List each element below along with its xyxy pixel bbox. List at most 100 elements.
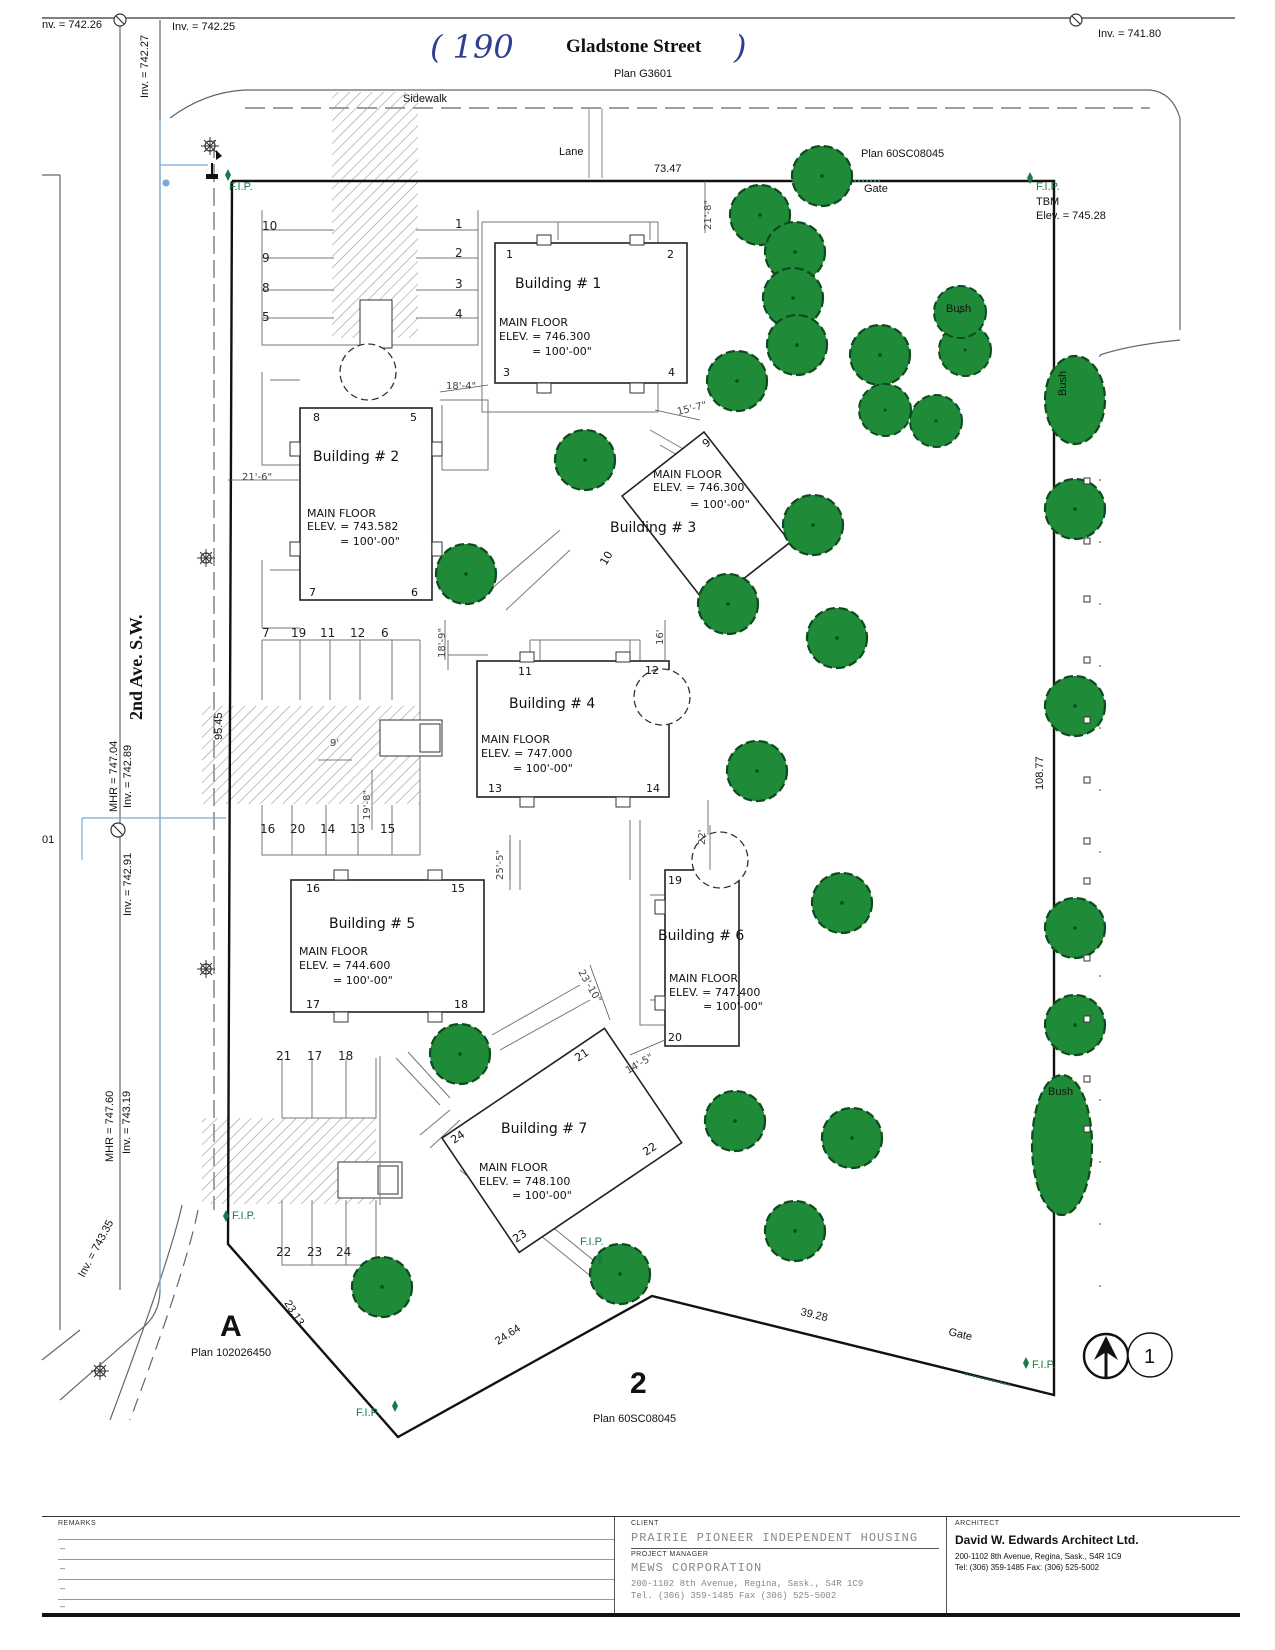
stall-20: 20 (290, 822, 305, 836)
fire-hydrant-icon (206, 150, 222, 179)
stall-4: 4 (455, 307, 463, 321)
dim-9: 9' (330, 738, 339, 749)
invert-top-left-2: Inv. = 742.25 (172, 21, 235, 33)
tbm-label: TBM (1036, 196, 1059, 208)
bush-2: Bush (1057, 371, 1069, 396)
building-1-footprint (494, 242, 688, 384)
north-arrow-icon (1082, 1332, 1173, 1380)
fip-se: F.I.P. (1032, 1359, 1056, 1371)
building-2-unit-7: 7 (309, 586, 316, 599)
building-3-unit-10: 10 (597, 549, 615, 568)
street-plan: Plan G3601 (614, 68, 672, 80)
dim-sw: 23.13 (281, 1298, 306, 1328)
utility-lines (81, 120, 226, 1290)
project-manager-name: MEWS CORPORATION (631, 1561, 763, 1575)
parking-mid (261, 429, 721, 856)
architect-label: ARCHITECT (955, 1520, 1000, 1527)
building-2-footprint (299, 407, 433, 601)
building-4-footprint (476, 660, 670, 798)
fip-sw: F.I.P. (232, 1210, 256, 1222)
property-line (226, 179, 1056, 1439)
parking-south (281, 800, 709, 1301)
building-7[interactable]: Building # 7 MAIN FLOOR ELEV. = 748.100 … (448, 1046, 659, 1246)
mhr-1: MHR = 747.04 (108, 741, 120, 812)
trees (350, 144, 1107, 1319)
sidewalk-label: Sidewalk (403, 93, 448, 105)
building-5-elev: ELEV. = 744.600 (299, 959, 390, 972)
building-6-datum: = 100'-00" (703, 1000, 763, 1013)
architect-phone: Tel: (306) 359-1485 Fax: (306) 525-5002 (955, 1563, 1100, 1572)
building-5-floor: MAIN FLOOR (299, 945, 368, 958)
stall-21: 21 (276, 1049, 291, 1063)
fip-south-corner: F.I.P. (356, 1407, 380, 1419)
building-2-floor: MAIN FLOOR (307, 507, 376, 520)
edge-fragment: 01 (42, 834, 54, 846)
lot-2: 2 (630, 1367, 647, 1400)
bush-1: Bush (946, 303, 971, 315)
stall-15: 15 (380, 822, 395, 836)
building-1-unit-1: 1 (506, 248, 513, 261)
stall-13: 13 (350, 822, 365, 836)
building-7-footprint (440, 1027, 683, 1254)
client-name: PRAIRIE PIONEER INDEPENDENT HOUSING (631, 1531, 919, 1545)
invert-top-right: Inv. = 741.80 (1098, 28, 1161, 40)
client-label: CLIENT (631, 1520, 659, 1527)
remarks-row-4: – (60, 1601, 66, 1611)
building-5-unit-17: 17 (306, 998, 320, 1011)
street-name: Gladstone Street (566, 36, 702, 57)
building-4-unit-13: 13 (488, 782, 502, 795)
building-1-elev: ELEV. = 746.300 (499, 330, 590, 343)
building-1[interactable]: Building # 1 MAIN FLOOR ELEV. = 746.300 … (499, 248, 675, 379)
stall-5: 5 (262, 310, 270, 324)
plan-north-east: Plan 60SC08045 (861, 148, 944, 160)
building-1-datum: = 100'-00" (532, 345, 592, 358)
building-2[interactable]: Building # 2 MAIN FLOOR ELEV. = 743.582 … (307, 411, 418, 599)
plan-south: Plan 60SC08045 (593, 1413, 676, 1425)
building-6-unit-19: 19 (668, 874, 682, 887)
dim-19-8: 19'-8" (362, 790, 373, 820)
dim-14-5: 14'-5" (624, 1052, 656, 1077)
building-footprints (290, 242, 792, 1254)
fip-s: F.I.P. (580, 1236, 604, 1248)
remarks-section: REMARKS – – – – (42, 1517, 614, 1613)
dim-16: 16' (655, 630, 666, 645)
building-6-unit-20: 20 (668, 1031, 682, 1044)
lot-a: A (220, 1310, 242, 1343)
building-3-unit-9: 9 (700, 436, 714, 451)
building-5-name: Building # 5 (329, 916, 415, 932)
driveway-hatch (202, 92, 420, 1204)
dim-north: 73.47 (654, 163, 682, 175)
building-5-unit-18: 18 (454, 998, 468, 1011)
stall-17: 17 (307, 1049, 322, 1063)
building-4[interactable]: Building # 4 MAIN FLOOR ELEV. = 747.000 … (481, 664, 660, 795)
building-7-datum: = 100'-00" (512, 1189, 572, 1202)
plan-labels: ( 190 Gladstone Street ) Plan G3601 Side… (42, 19, 1161, 1425)
building-7-unit-21: 21 (572, 1046, 591, 1065)
building-3[interactable]: Building # 3 MAIN FLOOR ELEV. = 746.300 … (597, 436, 749, 568)
building-4-name: Building # 4 (509, 696, 595, 712)
building-5-unit-15: 15 (451, 882, 465, 895)
building-3-elev: ELEV. = 746.300 (653, 481, 744, 494)
building-2-name: Building # 2 (313, 449, 399, 465)
invert-3: Inv. = 743.19 (121, 1091, 133, 1154)
stall-1: 1 (455, 217, 463, 231)
avenue-name: 2nd Ave. S.W. (126, 614, 146, 720)
manhole-icons (110, 13, 1083, 838)
remarks-row-3: – (60, 1583, 66, 1593)
dim-se: 39.28 (799, 1306, 829, 1324)
architect-address: 200-1102 8th Avenue, Regina, Sask., S4R … (955, 1552, 1122, 1561)
building-6[interactable]: Building # 6 MAIN FLOOR ELEV. = 747.400 … (658, 874, 763, 1044)
building-4-unit-14: 14 (646, 782, 660, 795)
plan-south-west: Plan 102026450 (191, 1347, 271, 1359)
building-5[interactable]: Building # 5 MAIN FLOOR ELEV. = 744.600 … (299, 882, 468, 1011)
building-7-unit-24: 24 (448, 1128, 467, 1147)
stall-10: 10 (262, 219, 277, 233)
avenue-curbs (41, 20, 215, 1421)
invert-4: Inv. = 743.35 (76, 1218, 116, 1279)
invert-top-left-1: nv. = 742.26 (42, 19, 102, 31)
gate-north: Gate (864, 183, 888, 195)
building-7-elev: ELEV. = 748.100 (479, 1175, 570, 1188)
sheet-number: 1 (1144, 1346, 1155, 1368)
stall-16: 16 (260, 822, 275, 836)
building-2-unit-8: 8 (313, 411, 320, 424)
